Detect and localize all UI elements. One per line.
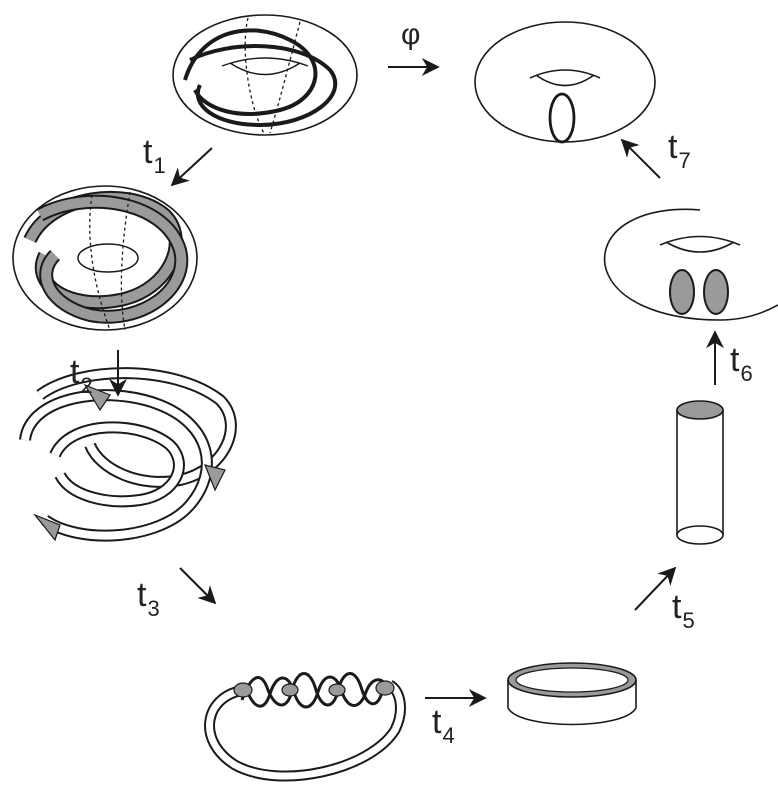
arrow-t1: [170, 147, 213, 187]
torus-7: [474, 21, 656, 144]
torus-2: [12, 185, 198, 331]
label-phi: φ: [401, 18, 421, 51]
label-t2: t2: [70, 353, 93, 398]
twisted-band: [204, 672, 406, 782]
tangled-bands: [19, 367, 237, 542]
cylinder: [676, 400, 724, 545]
label-t4: t4: [432, 703, 455, 748]
arrow-t5: [634, 566, 677, 611]
arrow-t7: [620, 138, 661, 179]
label-t7: t7: [668, 128, 691, 173]
arrows: [109, 58, 724, 707]
label-t1: t1: [143, 133, 166, 178]
arrow-t3: [179, 567, 217, 605]
label-t5: t5: [672, 588, 695, 633]
label-t6: t6: [730, 341, 753, 386]
torus-6: [603, 208, 778, 321]
torus-1: [172, 14, 358, 136]
label-t3: t3: [137, 576, 160, 621]
annulus: [507, 662, 637, 726]
